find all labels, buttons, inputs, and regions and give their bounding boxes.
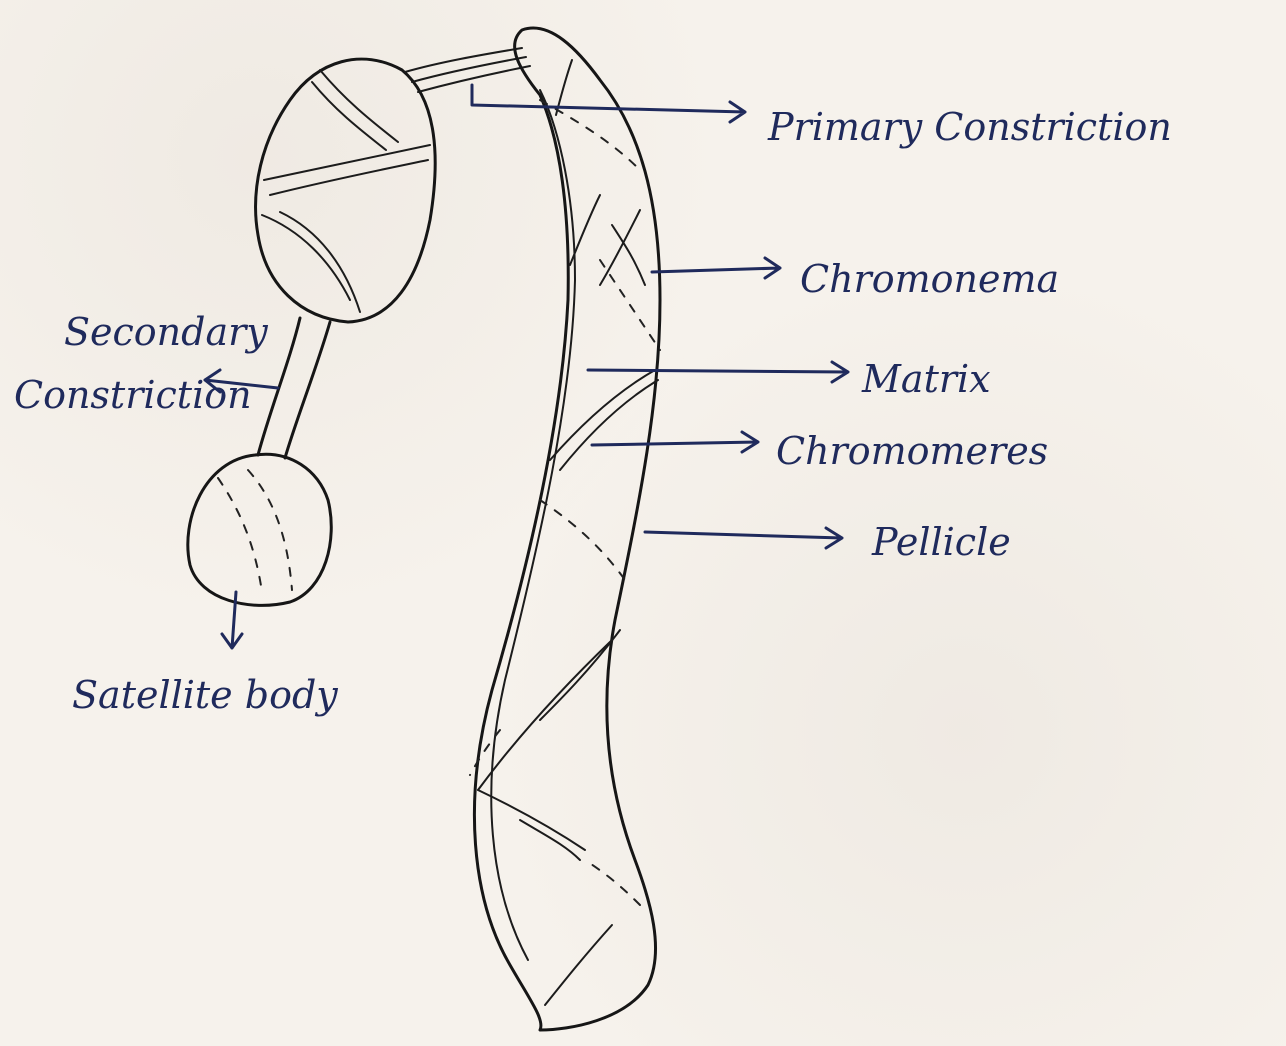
matrix-inner-outline: [491, 90, 575, 960]
label-pellicle: Pellicle: [871, 520, 1011, 564]
arm-thread-6: [560, 380, 658, 470]
label-matrix: Matrix: [861, 357, 991, 401]
satellite-thread-1: [218, 478, 262, 592]
primary-constriction-line-1: [405, 48, 522, 72]
head-thread-4: [270, 160, 428, 195]
chromonema-arrow: [652, 258, 780, 278]
head-thread-1: [320, 70, 398, 142]
head-thread-2: [312, 82, 386, 150]
arm-dash-5: [585, 860, 640, 905]
label-primary-constriction: Primary Constriction: [767, 105, 1172, 149]
secondary-constriction-stalk-right: [285, 322, 330, 458]
label-secondary-constriction-line2: Constriction: [14, 373, 252, 417]
arm-dash-3: [540, 500, 625, 580]
label-secondary-constriction-line1: Secondary: [64, 310, 268, 354]
pellicle-arrow: [645, 528, 842, 548]
head-thread-3: [264, 145, 430, 180]
arm-thread-2: [570, 195, 600, 265]
label-satellite-body: Satellite body: [72, 673, 338, 717]
arm-dash-2: [600, 260, 660, 350]
label-chromomeres: Chromomeres: [776, 429, 1048, 473]
arm-thread-4: [600, 210, 640, 285]
chromomeres-arrow: [592, 432, 758, 452]
matrix-arrow: [588, 362, 848, 382]
satellite-thread-2: [248, 470, 292, 590]
primary-constriction-line-3: [418, 66, 530, 92]
arm-thread-11: [545, 925, 612, 1005]
label-chromonema: Chromonema: [800, 257, 1059, 301]
